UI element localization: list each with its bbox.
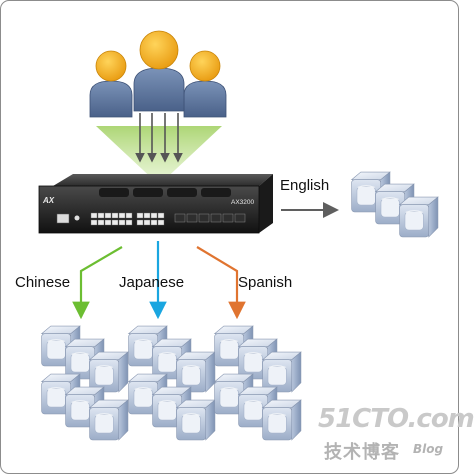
user-center — [133, 30, 185, 112]
watermark-blog: Blog — [413, 442, 444, 456]
japanese-server-group — [128, 325, 216, 441]
server-cube-icon — [262, 351, 302, 393]
spanish-server-group — [214, 325, 302, 441]
chinese-arrow — [72, 246, 123, 320]
device-model: AX3200 — [231, 199, 255, 206]
watermark-site: 51CTO.com — [318, 404, 474, 434]
traffic-cone — [96, 126, 222, 185]
chinese-label: Chinese — [15, 274, 71, 291]
device-brand: AX — [42, 196, 55, 205]
english-server-group — [351, 171, 439, 238]
user-right — [183, 50, 227, 118]
english-label: English — [280, 177, 330, 194]
server-cube-icon — [262, 399, 302, 441]
server-cube-icon — [176, 399, 216, 441]
watermark-tagline: 技术博客 — [324, 442, 400, 463]
server-cube-icon — [399, 196, 439, 238]
server-cube-icon — [89, 399, 129, 441]
japanese-label: Japanese — [119, 274, 185, 291]
spanish-arrow — [196, 246, 246, 320]
spanish-label: Spanish — [238, 274, 293, 291]
network-switch-icon: AX AX3200 — [38, 174, 273, 234]
server-cube-icon — [176, 351, 216, 393]
three-users-icon — [89, 30, 227, 118]
incoming-arrows — [135, 113, 183, 163]
chinese-server-group — [41, 325, 129, 441]
server-cube-icon — [89, 351, 129, 393]
user-left — [89, 50, 133, 118]
diagram-graphic: AX AX3200 — [38, 30, 439, 441]
